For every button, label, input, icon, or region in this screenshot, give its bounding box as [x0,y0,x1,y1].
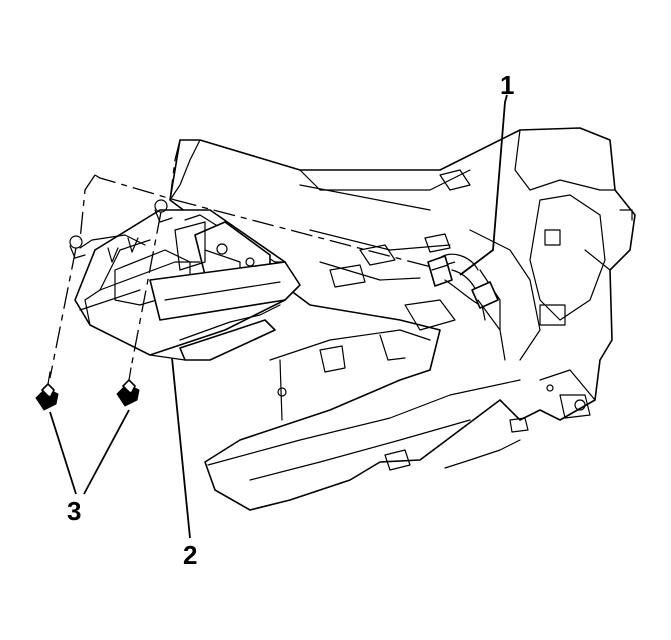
callout-2: 2 [183,540,197,570]
bolt-alignment-line-left [49,247,77,379]
callout-1: 1 [500,70,514,100]
leader-line-1 [459,94,508,276]
bolt-alignment-line-right [130,211,162,369]
leader-line-3a [49,411,77,495]
bolt-hole-left [69,235,83,249]
instrument-panel-carrier [169,127,636,511]
callout-3: 3 [67,496,81,526]
wiring-connector [427,253,506,361]
leader-line-3b [83,409,130,495]
leader-line-2 [171,357,191,539]
phantom-outline [94,174,176,201]
bolt-icon-2 [116,367,140,407]
bolt-icon [35,371,59,411]
